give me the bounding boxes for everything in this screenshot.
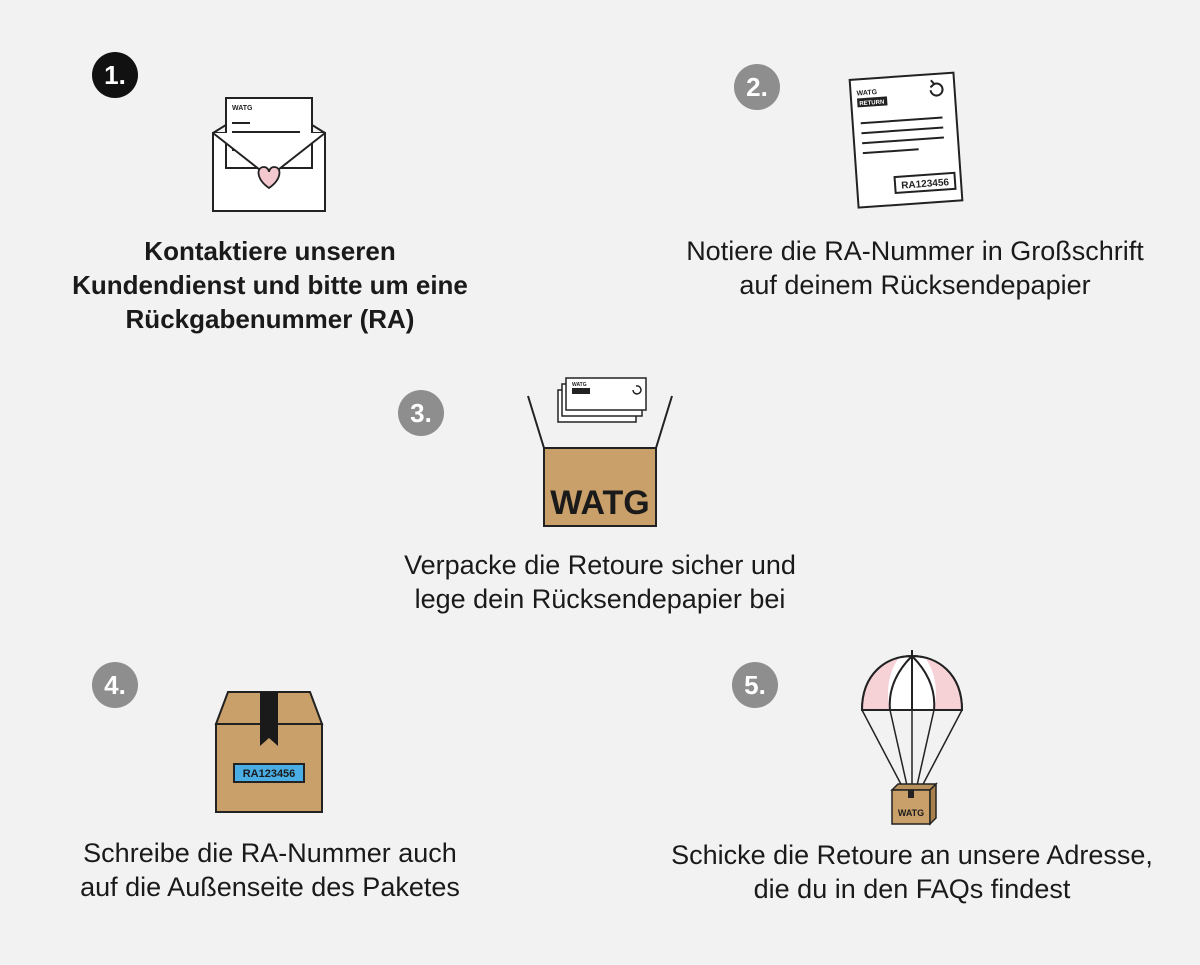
step-1-caption: Kontaktiere unseren Kundendienst und bit… — [72, 236, 468, 334]
box-ra-label: RA123456 — [243, 768, 296, 780]
parachute-box-brand: WATG — [898, 808, 924, 818]
box-brand: WATG — [550, 484, 649, 522]
step-3-caption: Verpacke die Retoure sicher und lege dei… — [404, 550, 796, 614]
step-2-caption: Notiere die RA-Nummer in Großschrift auf… — [686, 236, 1144, 300]
step-3-badge: 3. — [398, 390, 444, 436]
open-box-icon: WATG WATG — [527, 377, 673, 527]
svg-text:WATG: WATG — [572, 382, 587, 388]
doc-ra-number: RA123456 — [901, 177, 950, 191]
parachute-package-icon: WATG — [860, 650, 964, 826]
step-5-caption: Schicke die Retoure an unsere Adresse, d… — [671, 840, 1153, 904]
letter-brand: WATG — [232, 105, 253, 112]
envelope-letter-icon: WATG — [212, 97, 326, 212]
labeled-box-icon: RA123456 — [214, 691, 324, 813]
return-document-icon: WATG RETURN RA123456 — [848, 71, 964, 209]
step-1-badge: 1. — [92, 52, 138, 98]
step-5-badge: 5. — [732, 662, 778, 708]
step-2-badge: 2. — [734, 64, 780, 110]
doc-brand: WATG — [856, 89, 877, 97]
doc-return-tag: RETURN — [859, 100, 884, 108]
step-4-badge: 4. — [92, 662, 138, 708]
step-4-caption: Schreibe die RA-Nummer auch auf die Auße… — [80, 838, 460, 902]
